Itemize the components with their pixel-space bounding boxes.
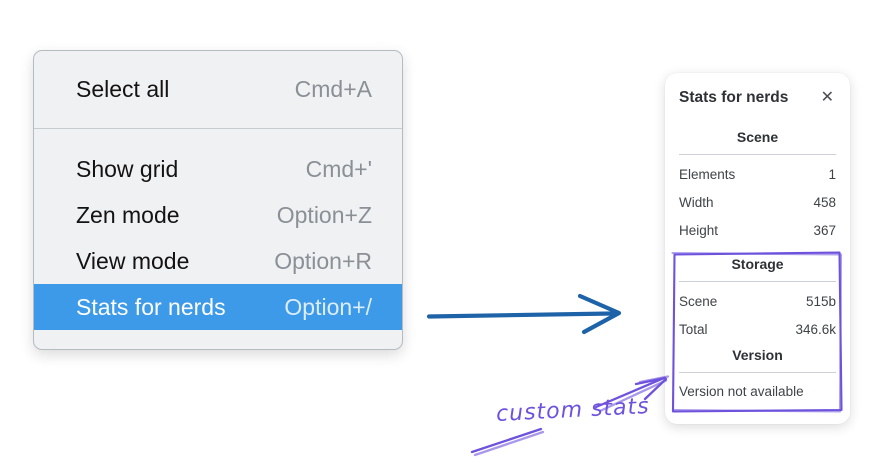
section-heading: Version (732, 347, 783, 363)
menu-item-label: Zen mode (76, 201, 180, 228)
context-menu: Select all Cmd+A Show grid Cmd+' Zen mod… (33, 50, 403, 350)
panel-title: Stats for nerds (679, 89, 789, 106)
stat-value: 1 (828, 166, 836, 182)
section-version: Version Version not available (679, 345, 836, 404)
section-scene: Scene Elements 1 Width 458 Height 367 (679, 127, 836, 244)
section-heading: Storage (731, 256, 784, 272)
close-icon[interactable]: ✕ (820, 89, 834, 106)
stat-row-scene-storage: Scene 515b (679, 287, 836, 315)
menu-item-shortcut: Option+Z (276, 201, 372, 228)
panel-header: Stats for nerds ✕ (679, 85, 836, 111)
menu-item-label: Show grid (76, 155, 179, 182)
stat-row-total-storage: Total 346.6k (679, 315, 836, 343)
custom-stats-arrow-icon[interactable] (470, 375, 670, 457)
stat-value: 458 (813, 194, 836, 210)
menu-item-shortcut: Option+/ (284, 293, 372, 320)
menu-item-zen-mode[interactable]: Zen mode Option+Z (34, 192, 402, 238)
menu-item-show-grid[interactable]: Show grid Cmd+' (34, 146, 402, 192)
stats-for-nerds-panel: Stats for nerds ✕ Scene Elements 1 Width… (665, 73, 850, 424)
section-heading: Scene (736, 129, 779, 145)
menu-item-stats-for-nerds[interactable]: Stats for nerds Option+/ (34, 284, 402, 330)
stat-label: Elements (679, 166, 736, 182)
stat-value: 367 (813, 222, 836, 238)
stat-label: Width (679, 194, 714, 210)
menu-group-top: Select all Cmd+A (34, 51, 402, 129)
divider (679, 154, 836, 155)
menu-item-label: View mode (76, 247, 190, 274)
menu-item-shortcut: Cmd+' (305, 155, 372, 182)
divider (679, 281, 836, 282)
stat-label: Total (679, 321, 708, 337)
section-storage: Storage Scene 515b Total 346.6k (679, 254, 836, 343)
stat-value: 346.6k (795, 321, 836, 337)
stat-row-elements: Elements 1 (679, 160, 836, 188)
menu-item-view-mode[interactable]: View mode Option+R (34, 238, 402, 284)
storage-version-highlight-box[interactable] (671, 251, 843, 413)
stat-label: Scene (679, 293, 718, 309)
menu-item-select-all[interactable]: Select all Cmd+A (34, 66, 402, 112)
stat-value: 515b (805, 293, 836, 309)
menu-item-label: Select all (76, 75, 170, 102)
menu-item-shortcut: Cmd+A (294, 75, 372, 102)
stat-row-height: Height 367 (679, 216, 836, 244)
version-note: Version not available (679, 383, 804, 399)
menu-item-shortcut: Option+R (274, 247, 372, 274)
stat-row-width: Width 458 (679, 188, 836, 216)
custom-stats-annotation[interactable]: custom stats (495, 393, 651, 428)
stat-label: Height (679, 222, 719, 238)
divider (679, 372, 836, 373)
menu-to-panel-arrow-icon[interactable] (426, 293, 622, 335)
menu-item-label: Stats for nerds (76, 293, 226, 320)
menu-group-bottom: Show grid Cmd+' Zen mode Option+Z View m… (34, 129, 402, 349)
